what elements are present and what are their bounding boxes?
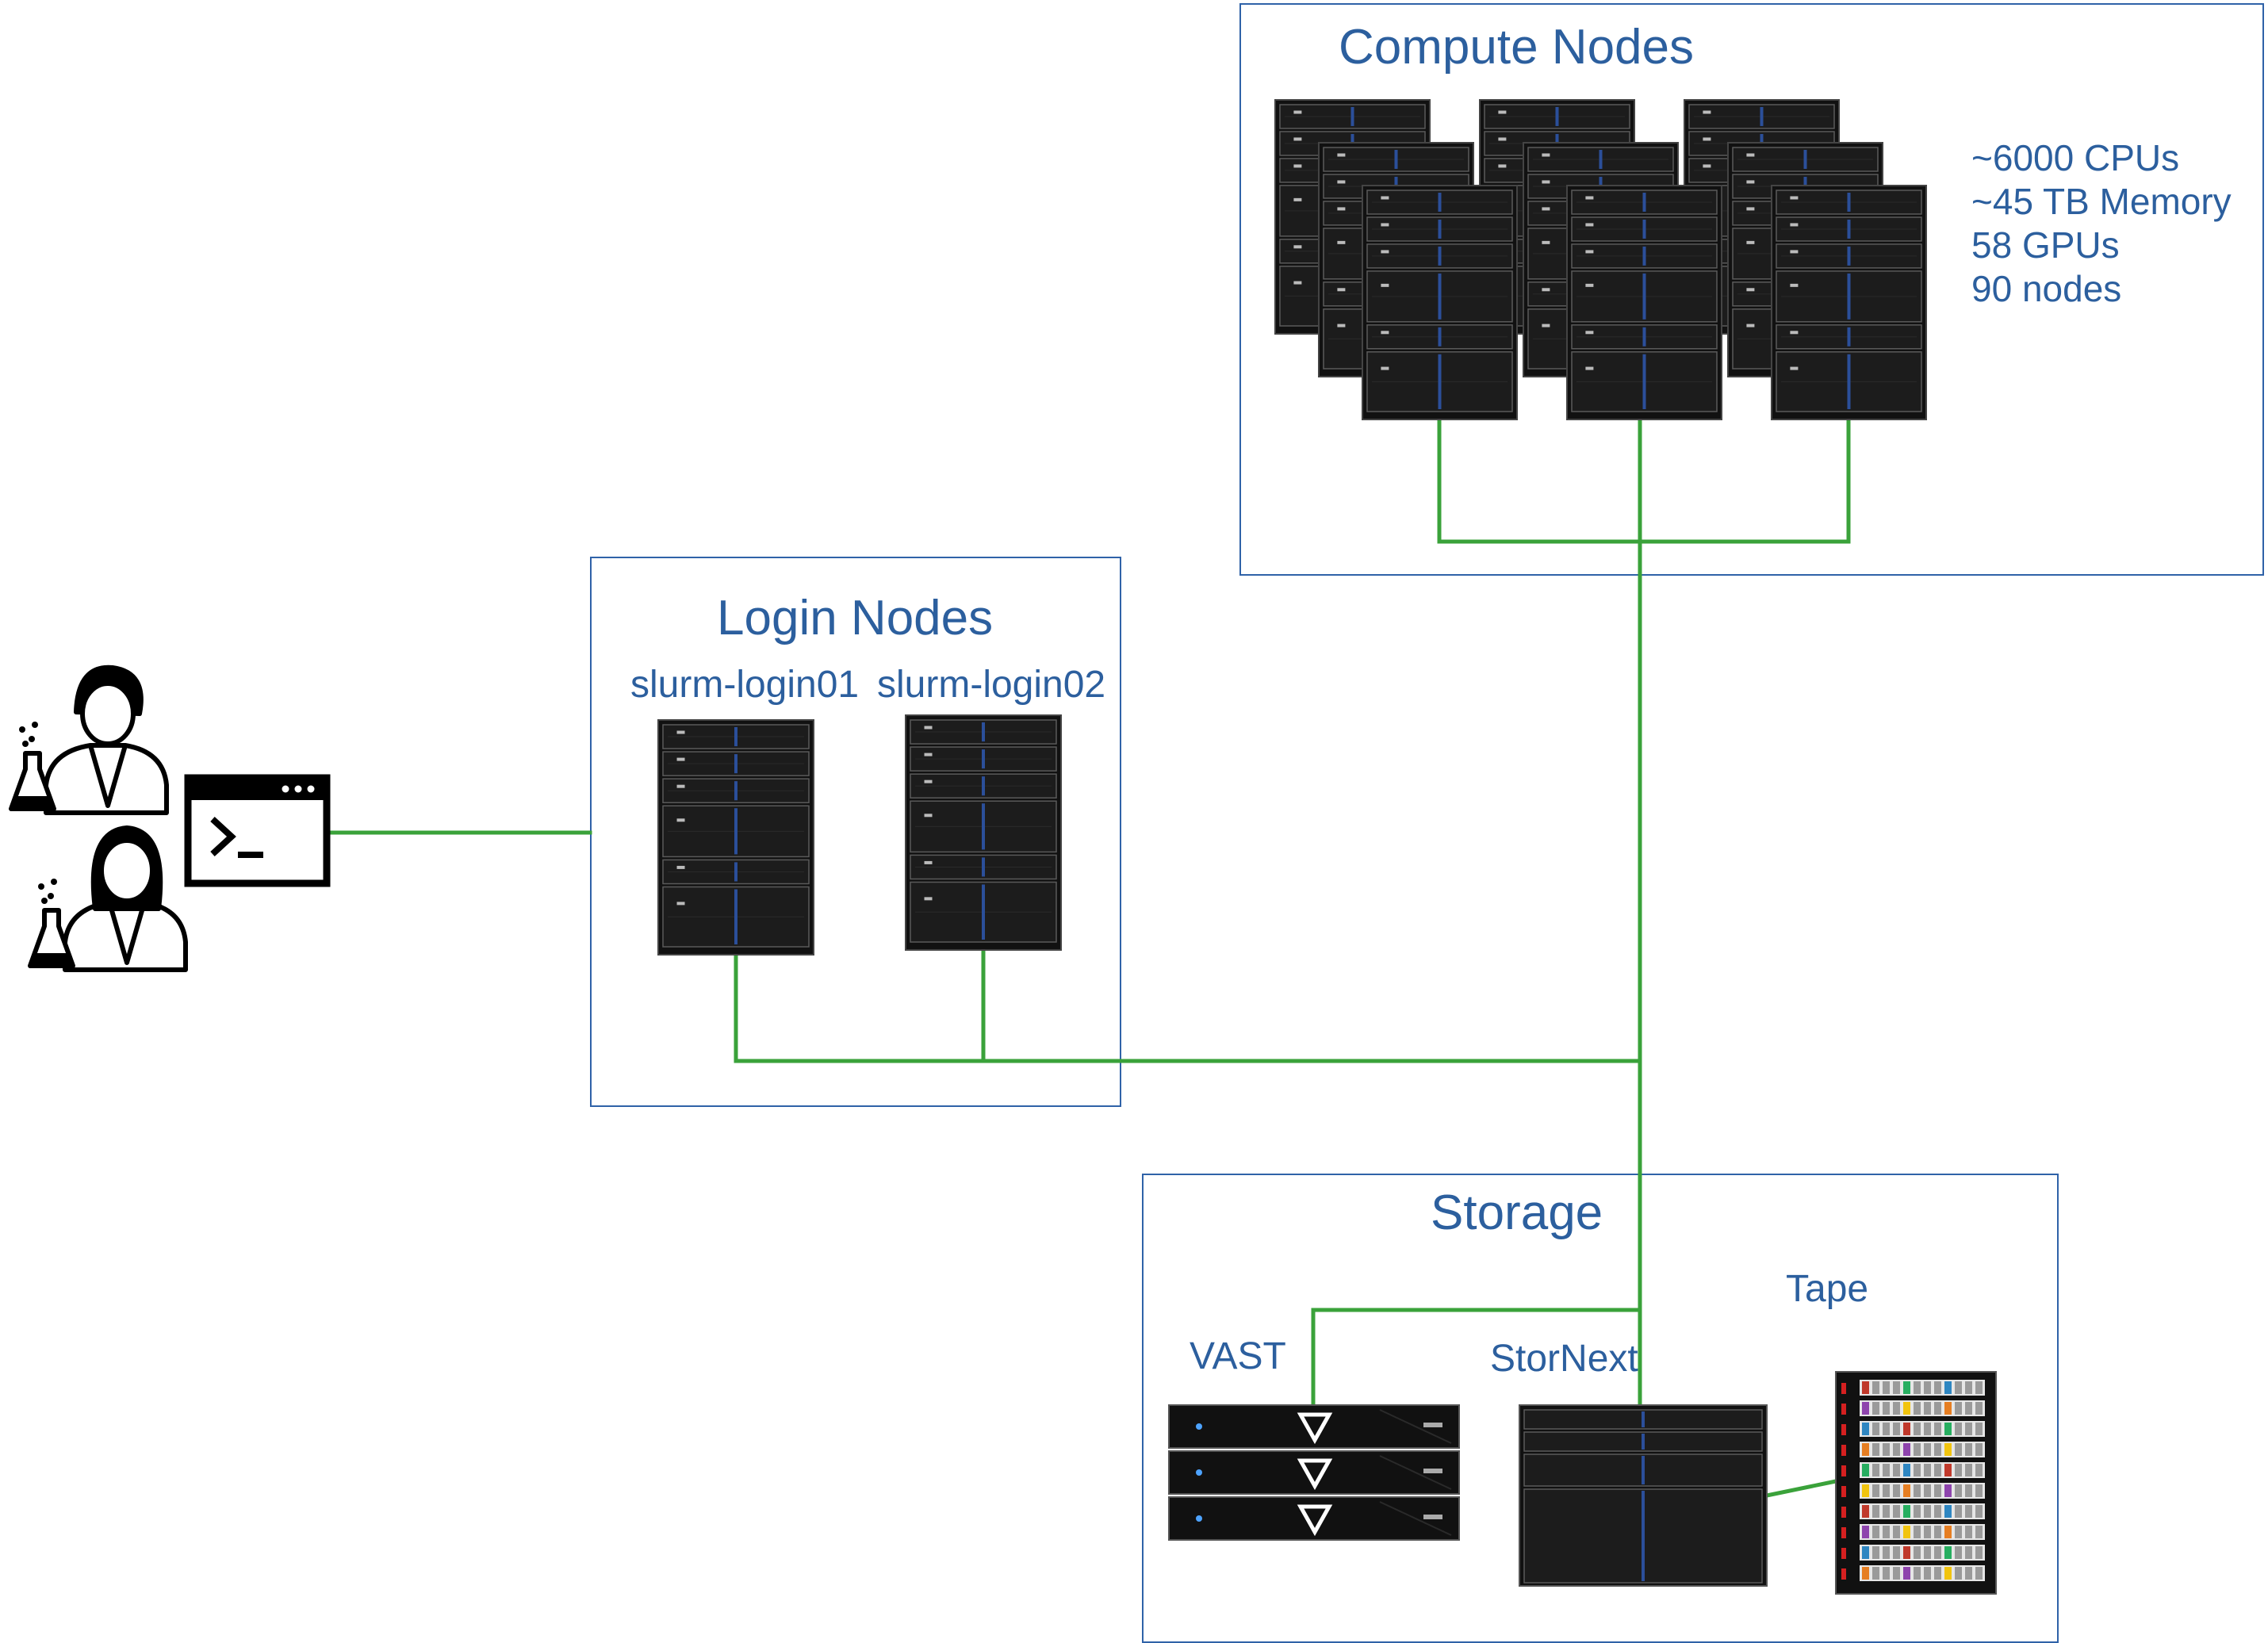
scientist-female-icon bbox=[28, 825, 188, 972]
compute-nodes-frame bbox=[1239, 3, 2264, 576]
login-server-2 bbox=[905, 714, 1062, 951]
tape-label: Tape bbox=[1786, 1268, 1869, 1310]
storage-title: Storage bbox=[1431, 1185, 1603, 1240]
network-links bbox=[324, 419, 1851, 1498]
login-nodes-title: Login Nodes bbox=[717, 591, 994, 645]
vast-label: VAST bbox=[1190, 1335, 1286, 1377]
login-server-1 bbox=[657, 719, 814, 956]
compute-server bbox=[1362, 185, 1518, 420]
compute-stat-cpus: ~6000 CPUs bbox=[1971, 137, 2180, 178]
stornext-storage-server bbox=[1519, 1404, 1768, 1587]
compute-node-servers bbox=[1274, 99, 1927, 420]
vast-storage-array bbox=[1168, 1404, 1460, 1541]
compute-stat-gpus: 58 GPUs bbox=[1971, 224, 2120, 266]
tape-library bbox=[1835, 1371, 1997, 1595]
scientist-male-icon bbox=[9, 664, 169, 815]
login-node-1-label: slurm-login01 bbox=[630, 664, 860, 706]
terminal-window-icon bbox=[184, 774, 331, 887]
compute-stat-nodes: 90 nodes bbox=[1971, 268, 2122, 309]
compute-stat-memory: ~45 TB Memory bbox=[1971, 181, 2232, 222]
login-node-2-label: slurm-login02 bbox=[877, 664, 1106, 706]
compute-server bbox=[1566, 185, 1722, 420]
stornext-label: StorNext bbox=[1490, 1338, 1638, 1380]
compute-nodes-title: Compute Nodes bbox=[1339, 20, 1695, 75]
compute-server bbox=[1771, 185, 1927, 420]
